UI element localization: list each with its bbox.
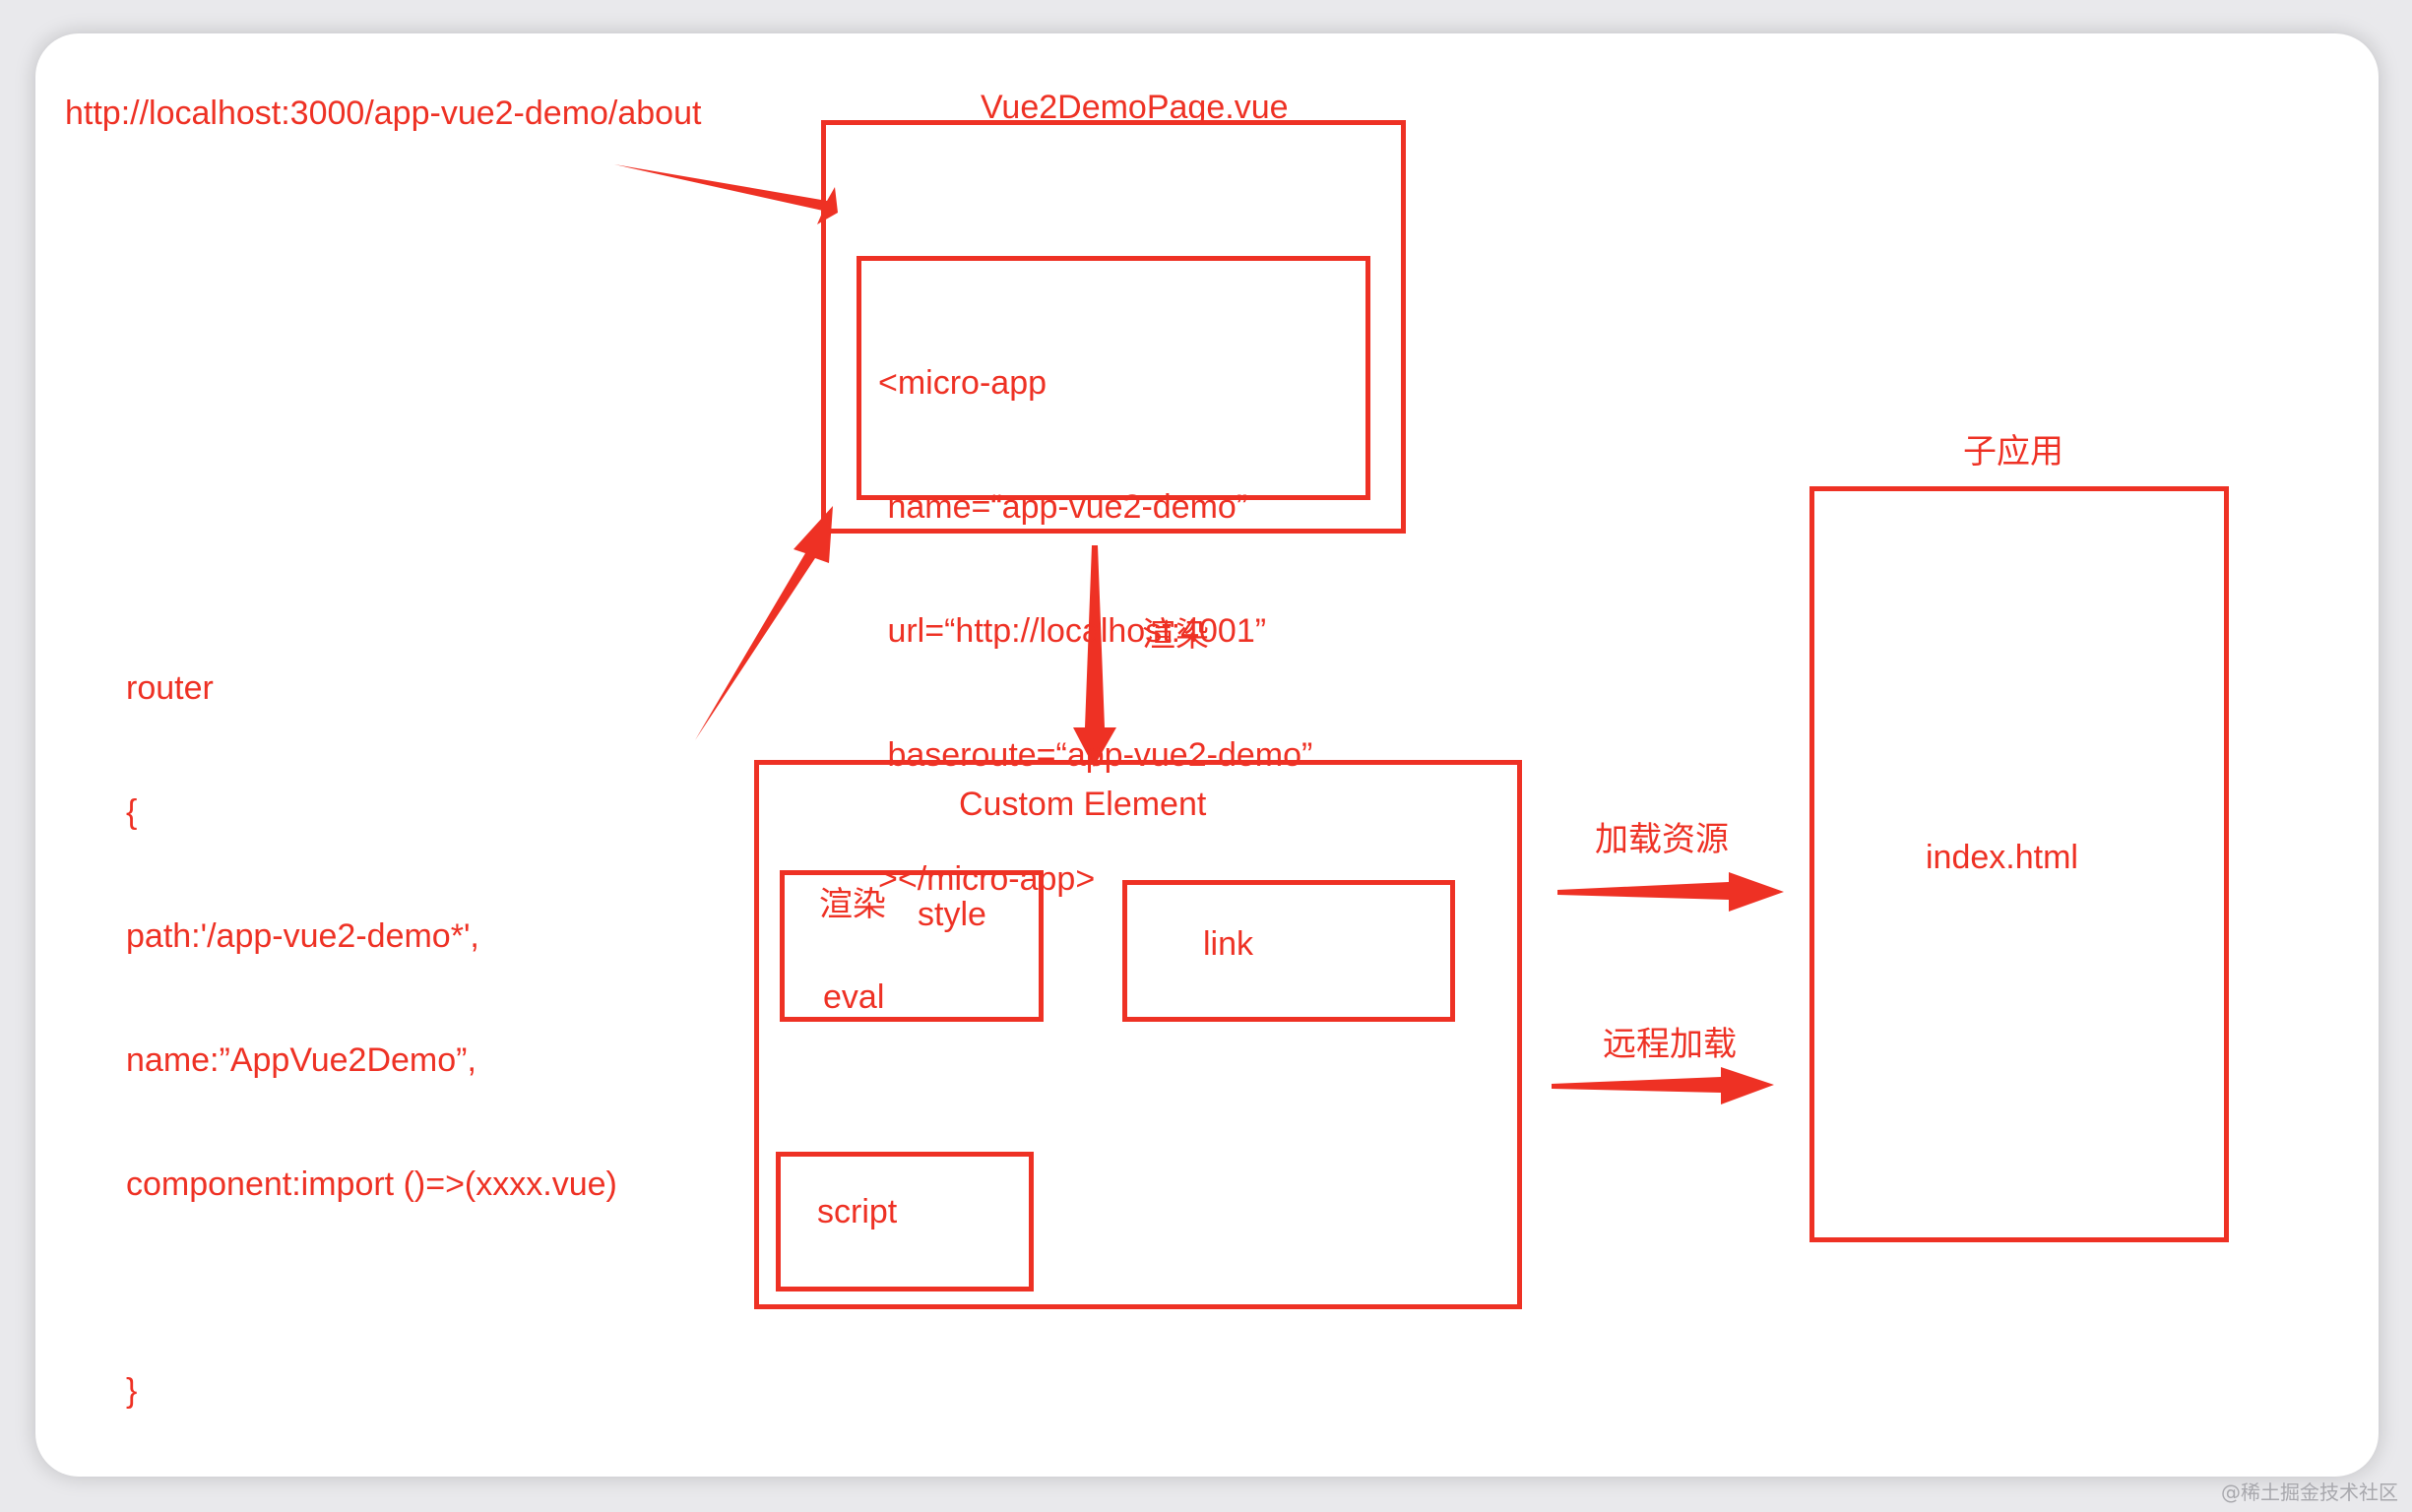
link-box: [1122, 880, 1455, 1022]
page-component-box: [821, 120, 1406, 534]
arrow-remote-load: [1552, 1067, 1774, 1104]
router-code-line: component:import ()=>(xxxx.vue): [126, 1166, 617, 1203]
micro-app-code-line: ></micro-app>: [878, 860, 1096, 898]
router-code-line: router: [126, 669, 214, 707]
router-code-line: }: [126, 1372, 138, 1410]
render-label: 渲染: [1142, 616, 1209, 654]
script-label: script: [817, 1193, 898, 1230]
sub-app-box: [1809, 486, 2229, 1242]
router-code-line: name:”AppVue2Demo”,: [126, 1041, 476, 1079]
page-component-title: Vue2DemoPage.vue: [981, 89, 1289, 126]
arrow-page-to-custom-element: [1073, 545, 1116, 767]
micro-app-code-line: url=“http://localhost:4001”: [878, 612, 1267, 650]
sub-app-content: index.html: [1926, 839, 2078, 876]
link-label: link: [1203, 925, 1254, 963]
watermark: @稀土掘金技术社区: [2221, 1480, 2398, 1504]
style-label: style: [918, 896, 986, 933]
load-resources-label: 加载资源: [1595, 821, 1729, 858]
script-box: [776, 1152, 1034, 1292]
router-code-line: path:'/app-vue2-demo*',: [126, 917, 479, 955]
custom-element-box: [754, 760, 1522, 1309]
diagram-canvas: http://localhost:3000/app-vue2-demo/abou…: [35, 33, 2379, 1477]
router-code: router { path:'/app-vue2-demo*', name:”A…: [126, 585, 617, 1477]
micro-app-code-line: baseroute=“app-vue2-demo”: [878, 736, 1313, 774]
micro-app-code-line: name=“app-vue2-demo”: [878, 488, 1248, 526]
arrows-layer: [614, 164, 1784, 1104]
custom-element-title: Custom Element: [959, 786, 1207, 823]
micro-app-code-line: <micro-app: [878, 364, 1047, 402]
micro-app-code: <micro-app name=“app-vue2-demo” url=“htt…: [878, 280, 1312, 982]
router-code-line: {: [126, 793, 138, 831]
arrow-router-to-page: [695, 506, 833, 740]
style-eval-box: [780, 870, 1044, 1022]
sub-app-title: 子应用: [1963, 433, 2063, 471]
style-box-render-label: 渲染: [819, 886, 886, 923]
url-text: http://localhost:3000/app-vue2-demo/abou…: [65, 94, 702, 132]
arrow-url-to-page: [614, 164, 838, 224]
arrow-load-resources: [1557, 872, 1784, 912]
micro-app-box: [857, 256, 1370, 500]
remote-load-label: 远程加载: [1603, 1026, 1737, 1063]
eval-label: eval: [823, 978, 885, 1016]
